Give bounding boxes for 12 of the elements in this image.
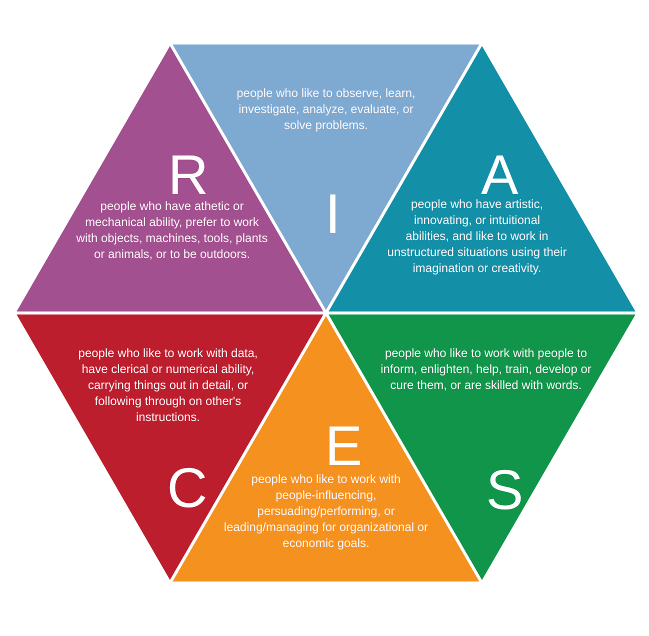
description-text: people who have artistic, innovating, or intuitional abilities, and like to work in unstructured situations using their imagination or creativity. [386,196,568,276]
description-text: people who have athetic or mechanical ability, prefer to work with objects, machines, tools, plants or animals, or to be outdoors. [75,198,269,262]
description-text: people who like to work with data, have clerical or numerical ability, carrying things out in detail, or following through on other's instructions. [77,345,259,425]
description-text: people who like to work with people-influencing, persuading/performing, or leading/managing for organizational or economic goals. [222,471,430,551]
type-letter: I [325,192,341,237]
type-letter: S [486,468,524,513]
description-text: people who like to work with people to inform, enlighten, help, train, develop or cure them, or are skilled with words. [380,345,592,393]
description-text: people who like to observe, learn, investigate, analyze, evaluate, or solve problems. [236,85,416,133]
type-letter: C [167,466,208,511]
type-letter: A [481,153,518,198]
type-letter: E [325,424,362,469]
type-letter: R [168,153,208,198]
